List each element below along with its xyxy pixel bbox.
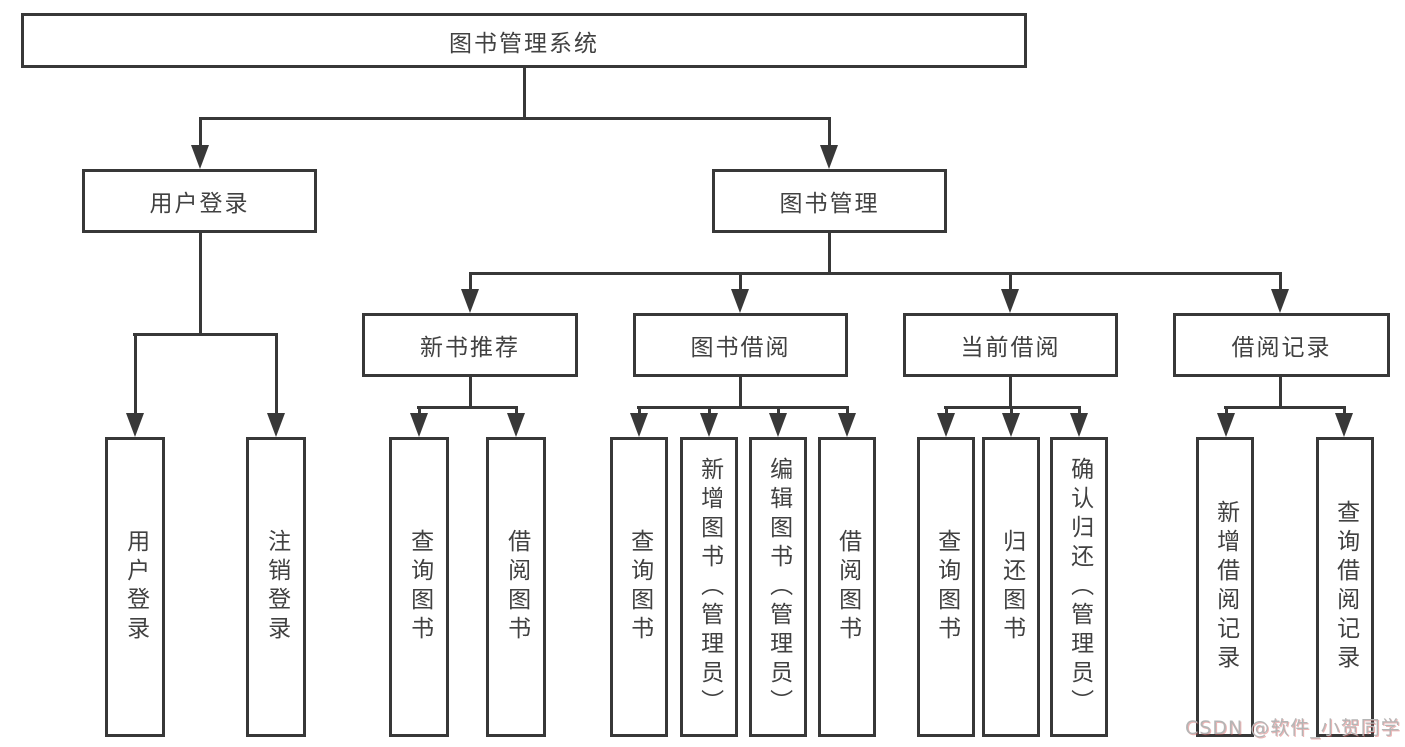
leaf-query-books-1: 查询图书 <box>389 437 449 737</box>
arrow-down-icon <box>838 413 856 437</box>
leaf-label: 确认归还（管理员） <box>1066 456 1093 718</box>
arrow-down-icon <box>769 413 787 437</box>
leaf-label: 查询图书 <box>933 529 960 645</box>
leaf-label: 查询借阅记录 <box>1332 500 1359 674</box>
arrow-down-icon <box>731 289 749 313</box>
connector-bar <box>417 406 518 409</box>
leaf-add-borrow-record: 新增借阅记录 <box>1196 437 1254 737</box>
connector-stem <box>846 406 849 416</box>
leaf-borrow-books-1: 借阅图书 <box>486 437 546 737</box>
arrow-down-icon <box>410 413 428 437</box>
node-book-borrow: 图书借阅 <box>633 313 848 377</box>
node-new-book-recommend: 新书推荐 <box>362 313 578 377</box>
arrow-down-icon <box>1335 413 1353 437</box>
node-borrow-records: 借阅记录 <box>1173 313 1390 377</box>
csdn-watermark: CSDN @软件_小贺同学 <box>1185 717 1401 739</box>
node-book-management: 图书管理 <box>712 169 947 233</box>
connector-stem <box>418 406 421 416</box>
leaf-return-book: 归还图书 <box>982 437 1040 737</box>
connector-stem <box>1279 272 1282 293</box>
node-current-borrow: 当前借阅 <box>903 313 1118 377</box>
leaf-label: 注销登录 <box>263 529 290 645</box>
connector-stem <box>134 333 137 415</box>
arrow-down-icon <box>507 413 525 437</box>
arrow-down-icon <box>1217 413 1235 437</box>
leaf-borrow-books-2: 借阅图书 <box>818 437 876 737</box>
connector-stem <box>739 272 742 293</box>
connector-bar <box>637 406 849 409</box>
leaf-query-books-3: 查询图书 <box>917 437 975 737</box>
connector-bar <box>133 333 278 336</box>
connector-stem <box>275 333 278 415</box>
leaf-logout: 注销登录 <box>246 437 306 737</box>
arrow-down-icon <box>1271 289 1289 313</box>
connector-stem <box>199 233 202 336</box>
arrow-down-icon <box>461 289 479 313</box>
connector-stem <box>777 406 780 416</box>
arrow-down-icon <box>700 413 718 437</box>
node-root: 图书管理系统 <box>21 13 1027 68</box>
connector-stem <box>708 406 711 416</box>
arrow-down-icon <box>1001 289 1019 313</box>
leaf-label: 查询图书 <box>406 529 433 645</box>
leaf-label: 编辑图书（管理员） <box>765 456 792 718</box>
arrow-down-icon <box>937 413 955 437</box>
arrow-down-icon <box>820 145 838 169</box>
connector-stem <box>1343 406 1346 416</box>
leaf-edit-book-admin: 编辑图书（管理员） <box>749 437 807 737</box>
leaf-user-login: 用户登录 <box>105 437 165 737</box>
leaf-label: 借阅图书 <box>503 529 530 645</box>
node-user-login: 用户登录 <box>82 169 317 233</box>
connector-stem <box>1009 377 1012 409</box>
leaf-label: 用户登录 <box>122 529 149 645</box>
connector-stem <box>1279 377 1282 409</box>
leaf-label: 查询图书 <box>626 529 653 645</box>
arrow-down-icon <box>1070 413 1088 437</box>
connector-stem <box>828 117 831 149</box>
arrow-down-icon <box>630 413 648 437</box>
connector-stem <box>1010 406 1013 416</box>
connector-stem <box>828 233 831 275</box>
connector-stem <box>515 406 518 416</box>
connector-level3-bar <box>469 272 1281 275</box>
arrow-down-icon <box>1002 413 1020 437</box>
connector-stem <box>739 377 742 409</box>
leaf-label: 归还图书 <box>998 529 1025 645</box>
arrow-down-icon <box>191 145 209 169</box>
leaf-label: 新增图书（管理员） <box>696 456 723 718</box>
connector-root-stem <box>523 68 526 119</box>
connector-stem <box>469 272 472 293</box>
connector-stem <box>1225 406 1228 416</box>
leaf-query-books-2: 查询图书 <box>610 437 668 737</box>
arrow-down-icon <box>267 413 285 437</box>
leaf-query-borrow-record: 查询借阅记录 <box>1316 437 1374 737</box>
arrow-down-icon <box>126 413 144 437</box>
connector-stem <box>1078 406 1081 416</box>
leaf-label: 借阅图书 <box>834 529 861 645</box>
connector-bar <box>1224 406 1346 409</box>
connector-level1-bar <box>199 117 831 120</box>
connector-stem <box>1009 272 1012 293</box>
connector-stem <box>638 406 641 416</box>
connector-stem <box>469 377 472 409</box>
connector-stem <box>945 406 948 416</box>
leaf-confirm-return-admin: 确认归还（管理员） <box>1050 437 1108 737</box>
connector-stem <box>199 117 202 149</box>
leaf-label: 新增借阅记录 <box>1212 500 1239 674</box>
leaf-add-book-admin: 新增图书（管理员） <box>680 437 738 737</box>
